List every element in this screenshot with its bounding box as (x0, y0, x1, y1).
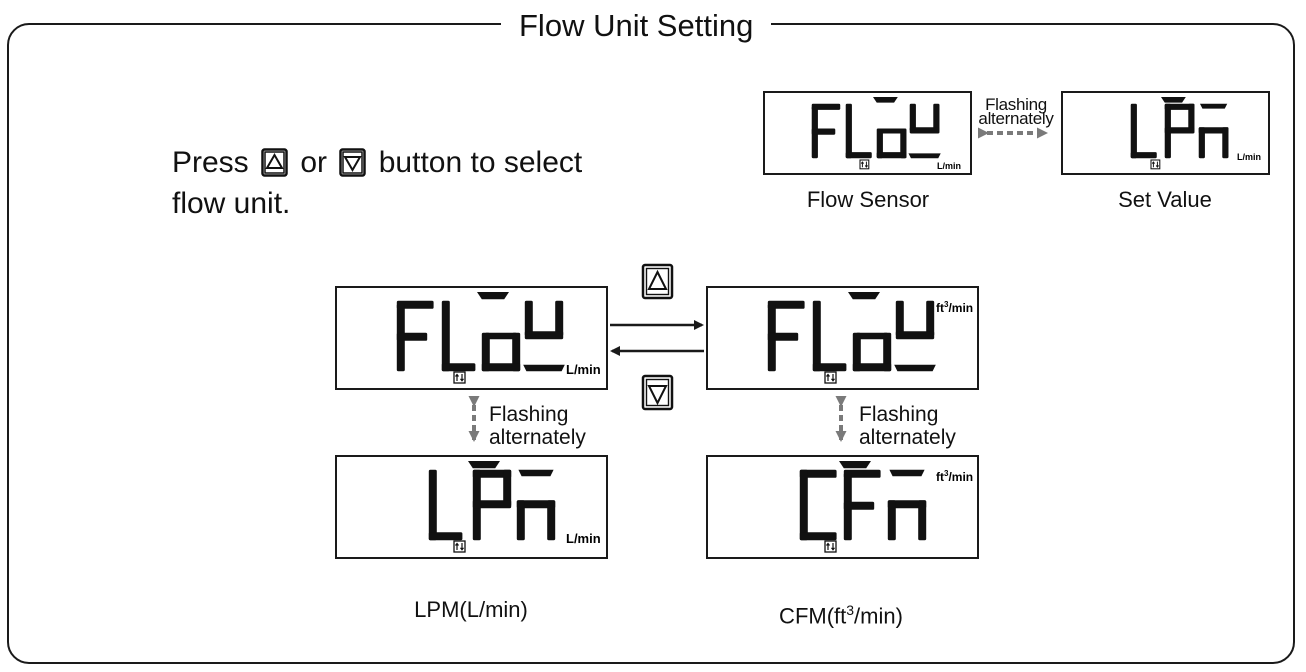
instruction-press: Press (172, 146, 249, 179)
lcd-mid-right-digits (767, 292, 936, 384)
lcd-bot-left-digits (428, 461, 556, 553)
unit-bot-right: ft3/min (936, 469, 973, 484)
caption-cfm: CFM(ft3/min) (779, 602, 903, 629)
up-button-icon-diagram (641, 263, 674, 300)
lcd-top-left-digits (811, 97, 941, 170)
lcd-mid-left-digits (396, 292, 565, 384)
up-button-icon (261, 148, 288, 177)
lcd-top-right-digits (1130, 97, 1229, 170)
flashing-label-right: Flashing alternately (859, 403, 956, 449)
instruction-text: Press or button to select flow unit. (172, 142, 582, 224)
unit-bot-left: L/min (566, 531, 601, 546)
unit-mid-right: ft3/min (936, 300, 973, 315)
lcd-bot-right (706, 455, 979, 559)
unit-top-left: L/min (937, 161, 961, 171)
flashing-label-top: Flashing alternately (978, 95, 1054, 128)
down-button-icon (339, 148, 367, 177)
instruction-rest: button to select (378, 146, 583, 179)
panel-title: Flow Unit Setting (501, 6, 772, 46)
lcd-bot-right-digits (799, 461, 927, 553)
caption-flow-sensor: Flow Sensor (806, 187, 930, 212)
unit-mid-left: L/min (566, 362, 601, 377)
instruction-or: or (300, 146, 328, 179)
unit-top-right: L/min (1237, 152, 1261, 162)
down-button-icon-diagram (641, 374, 674, 411)
instruction-line-2: flow unit. (172, 187, 291, 220)
lcd-bot-left (335, 455, 608, 559)
instruction-line-1: Press or button to select (172, 142, 582, 183)
caption-set-value: Set Value (1118, 187, 1212, 212)
caption-lpm: LPM(L/min) (414, 597, 528, 622)
flashing-label-left: Flashing alternately (489, 403, 586, 449)
